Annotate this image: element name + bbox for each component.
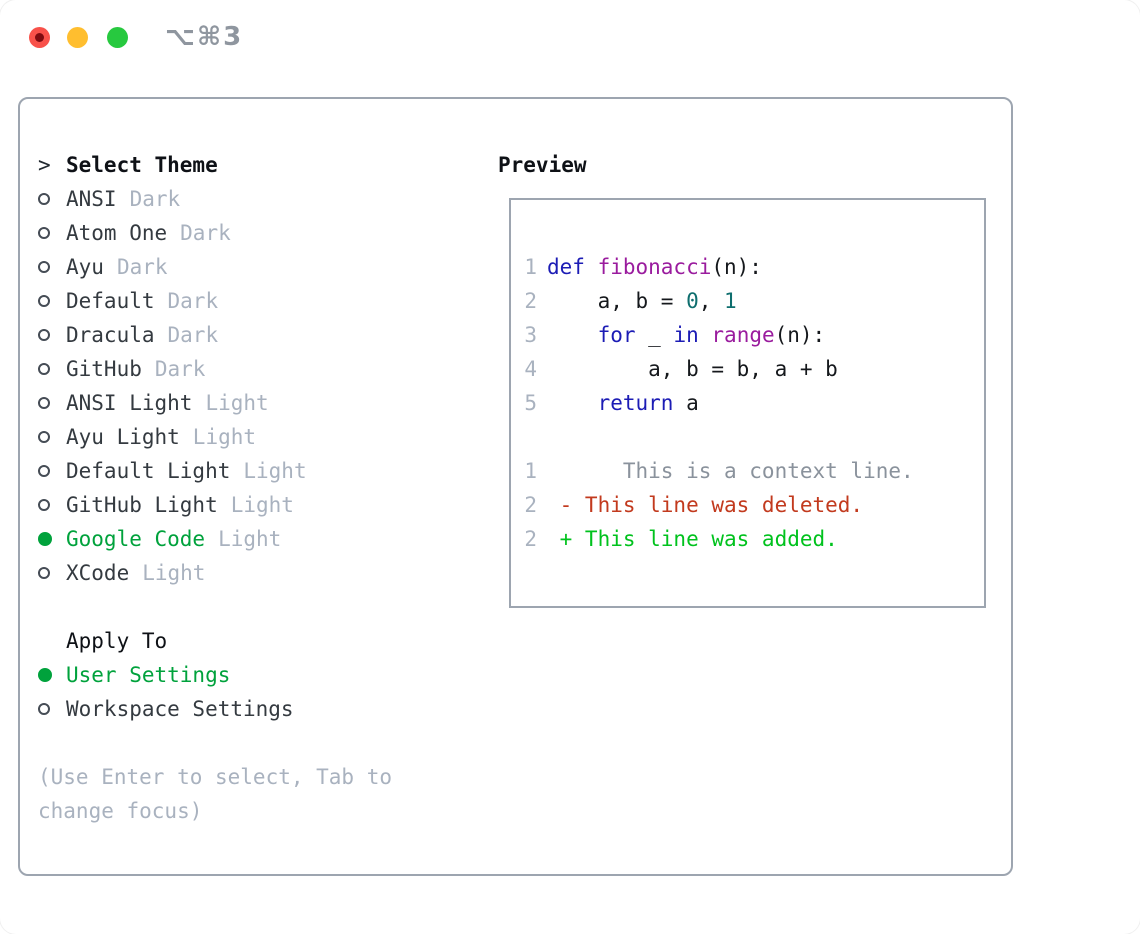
select-theme-header: > Select Theme — [38, 148, 307, 182]
option-theme-default[interactable]: Default Dark — [38, 284, 307, 318]
option-label: ANSI Light — [66, 391, 193, 415]
line-number: 3 — [524, 323, 537, 347]
theme-variant-label: Light — [243, 459, 307, 483]
theme-variant-label: Light — [142, 561, 206, 585]
line-number: 1 — [524, 459, 537, 483]
option-label: Default Light — [66, 459, 231, 483]
code-line: 2 a, b = 0, 1 — [523, 284, 984, 318]
option-apply-user-settings[interactable]: User Settings — [38, 658, 294, 692]
option-theme-ansi-light[interactable]: ANSI Light Light — [38, 386, 307, 420]
option-label: Workspace Settings — [66, 697, 294, 721]
code-line: 4 a, b = b, a + b — [523, 352, 984, 386]
code-line: 3 for _ in range(n): — [523, 318, 984, 352]
radio-selected-icon — [38, 531, 52, 546]
code-line: 2 + This line was added. — [523, 522, 984, 556]
radio-unselected-icon — [38, 498, 50, 511]
option-theme-ayu[interactable]: Ayu Dark — [38, 250, 307, 284]
radio-unselected-icon — [38, 396, 50, 409]
option-label: Ayu — [66, 255, 104, 279]
line-number: 1 — [524, 255, 537, 279]
option-theme-ayu-light[interactable]: Ayu Light Light — [38, 420, 307, 454]
window-title: ⌥⌘3 — [165, 22, 244, 52]
radio-unselected-icon — [38, 260, 50, 273]
hint-line: (Use Enter to select, Tab to — [38, 765, 393, 789]
option-theme-ansi[interactable]: ANSI Dark — [38, 182, 307, 216]
theme-variant-label: Light — [230, 493, 294, 517]
radio-unselected-icon — [38, 192, 50, 205]
theme-variant-label: Light — [192, 425, 257, 449]
focus-caret-icon: > — [38, 153, 51, 177]
theme-variant-label: Dark — [180, 221, 231, 245]
apply-to-header: Apply To — [38, 624, 294, 658]
option-label: Dracula — [66, 323, 155, 347]
radio-unselected-icon — [38, 464, 50, 477]
option-theme-github-light[interactable]: GitHub Light Light — [38, 488, 307, 522]
radio-unselected-icon — [38, 294, 50, 307]
radio-unselected-icon — [38, 430, 50, 443]
code-line: 2 - This line was deleted. — [523, 488, 984, 522]
theme-variant-label: Dark — [167, 289, 219, 313]
line-number: 2 — [524, 289, 537, 313]
option-label: Default — [66, 289, 155, 313]
preview-title: Preview — [498, 153, 587, 177]
theme-variant-label: Light — [218, 527, 282, 551]
theme-variant-label: Dark — [129, 187, 181, 211]
option-label: GitHub — [66, 357, 142, 381]
minimize-button[interactable] — [67, 27, 88, 48]
option-apply-workspace-settings[interactable]: Workspace Settings — [38, 692, 294, 726]
option-label: GitHub Light — [66, 493, 218, 517]
code-line — [523, 420, 984, 454]
line-number: 5 — [524, 391, 537, 415]
maximize-button[interactable] — [107, 27, 128, 48]
theme-variant-label: Dark — [167, 323, 219, 347]
option-label: User Settings — [66, 663, 231, 687]
radio-unselected-icon — [38, 328, 50, 341]
option-theme-atom-one[interactable]: Atom One Dark — [38, 216, 307, 250]
option-label: ANSI — [66, 187, 117, 211]
option-label: Atom One — [66, 221, 168, 245]
radio-selected-icon — [38, 667, 52, 682]
radio-unselected-icon — [38, 362, 50, 375]
theme-variant-label: Dark — [116, 255, 168, 279]
theme-variant-label: Light — [205, 391, 269, 415]
option-theme-github[interactable]: GitHub Dark — [38, 352, 307, 386]
radio-unselected-icon — [38, 226, 50, 239]
line-number: 4 — [524, 357, 537, 381]
apply-to-title: Apply To — [66, 629, 168, 653]
option-label: Google Code — [66, 527, 206, 551]
keyboard-hint: (Use Enter to select, Tab to change focu… — [38, 760, 392, 828]
code-line: 5 return a — [523, 386, 984, 420]
option-theme-default-light[interactable]: Default Light Light — [38, 454, 307, 488]
select-theme-title: Select Theme — [66, 153, 218, 177]
hint-line: change focus) — [38, 799, 203, 823]
option-label: XCode — [66, 561, 130, 585]
radio-unselected-icon — [38, 566, 50, 579]
code-line: 1 This is a context line. — [523, 454, 984, 488]
option-theme-xcode[interactable]: XCode Light — [38, 556, 307, 590]
line-number: 2 — [524, 527, 537, 551]
option-theme-dracula[interactable]: Dracula Dark — [38, 318, 307, 352]
line-number: 2 — [524, 493, 537, 517]
close-button[interactable] — [29, 27, 50, 48]
option-label: Ayu Light — [66, 425, 180, 449]
radio-unselected-icon — [38, 702, 50, 715]
theme-variant-label: Dark — [154, 357, 206, 381]
option-theme-google-code[interactable]: Google Code Light — [38, 522, 307, 556]
